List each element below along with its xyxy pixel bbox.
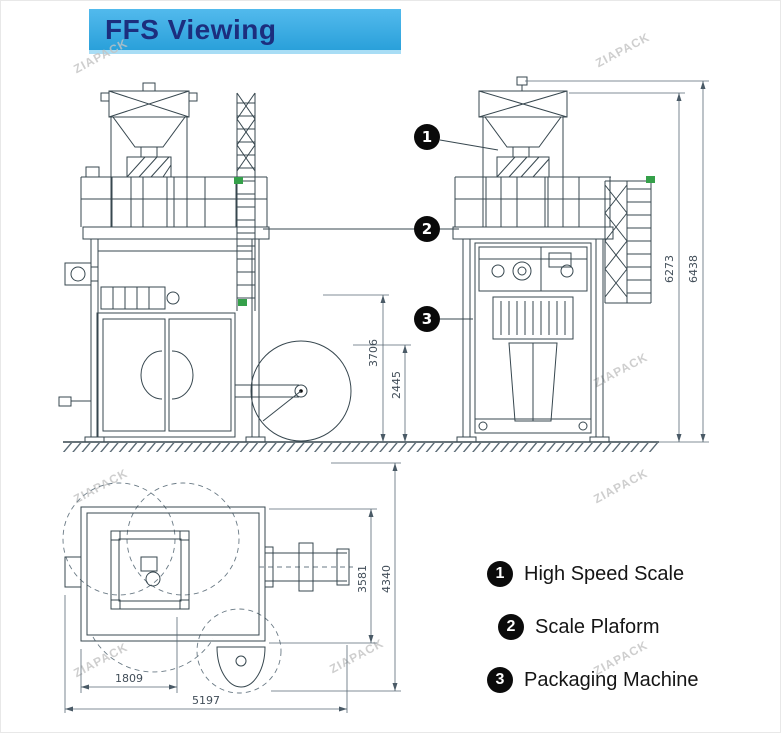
side-elevation-view [452,76,655,443]
callout-3-number: 3 [422,310,432,328]
callout-1-number: 1 [422,128,432,146]
elevation-dimensions: 6273 6438 3706 2445 [323,80,709,442]
legend-item-3: 3 Packaging Machine [487,667,699,693]
dim-label-4340: 4340 [380,565,393,593]
legend-badge-1: 1 [487,561,513,587]
callout-3-marker [414,306,440,332]
legend-item-1: 1 High Speed Scale [487,561,699,587]
callout-1-marker [414,124,440,150]
dim-label-5197: 5197 [192,694,220,707]
legend-badge-3: 3 [487,667,513,693]
front-elevation-view [58,82,352,443]
callout-markers: 1 2 3 [263,124,499,332]
dim-label-6273: 6273 [663,255,676,283]
film-roll [250,340,352,442]
dim-label-6438: 6438 [687,255,700,283]
legend-badge-2: 2 [498,614,524,640]
callout-2-marker [414,216,440,242]
callout-2-number: 2 [422,220,432,238]
plan-view [62,482,353,694]
dim-label-3581: 3581 [356,565,369,593]
ground-line [62,441,709,452]
indicator-green [646,176,655,183]
legend-label-3: Packaging Machine [524,668,699,691]
page-title-banner: FFS Viewing [89,9,401,54]
dim-label-2445: 2445 [390,371,403,399]
legend-label-1: High Speed Scale [524,562,685,585]
dim-label-3706: 3706 [367,339,380,367]
indicator-green [238,299,247,306]
legend-item-2: 2 Scale Plaform [498,614,699,640]
indicator-green [234,177,243,184]
page-title: FFS Viewing [105,13,277,45]
plan-dimensions: 1809 5197 3581 4340 [64,462,401,713]
legend: 1 High Speed Scale 2 Scale Plaform 3 Pac… [487,561,699,720]
dim-label-1809: 1809 [115,672,143,685]
legend-label-2: Scale Plaform [535,615,660,638]
